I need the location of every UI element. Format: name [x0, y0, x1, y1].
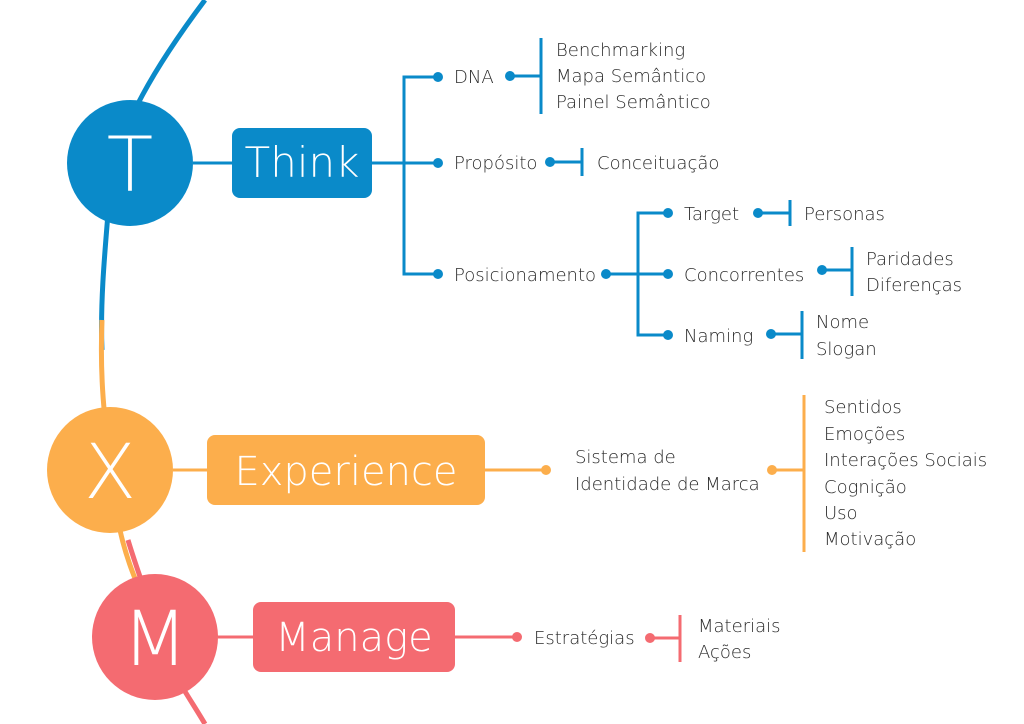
manage-letter: M — [122, 594, 188, 683]
dna-item-painel-semantico: Painel Semântico — [556, 92, 711, 113]
manage-circle — [92, 574, 218, 700]
experience-circle — [47, 407, 173, 533]
proposito-item-conceituacao: Conceituação — [597, 153, 719, 174]
posicionamento-label: Posicionamento — [454, 265, 596, 286]
think-box[interactable]: Think — [232, 128, 372, 198]
experience-item-sentidos: Sentidos — [824, 397, 902, 418]
proposito-label: Propósito — [454, 153, 537, 174]
dna-label: DNA — [454, 67, 494, 88]
dna-item-mapa-semantico: Mapa Semântico — [556, 66, 706, 87]
manage-branch-label: Estratégias — [534, 628, 635, 649]
manage-box[interactable]: Manage — [253, 602, 455, 672]
experience-branch-line2: Identidade de Marca — [575, 474, 760, 495]
experience-item-uso: Uso — [824, 503, 858, 524]
think-letter: T — [107, 120, 153, 209]
manage-label: Manage — [275, 615, 433, 661]
manage-item-acoes: Ações — [698, 642, 751, 663]
target-item-personas: Personas — [804, 204, 885, 225]
manage-item-materiais: Materiais — [698, 616, 781, 637]
experience-item-interacoes-sociais: Interações Sociais — [824, 450, 987, 471]
experience-item-cognicao: Cognição — [824, 477, 907, 498]
experience-node[interactable]: X — [47, 407, 173, 533]
think-label: Think — [245, 138, 360, 187]
concorrentes-label: Concorrentes — [684, 265, 804, 286]
experience-label: Experience — [234, 449, 457, 495]
experience-item-motivacao: Motivação — [824, 529, 916, 550]
experience-item-emocoes: Emoções — [824, 424, 905, 445]
experience-letter: X — [84, 427, 136, 516]
dna-item-benchmarking: Benchmarking — [556, 40, 685, 61]
naming-item-slogan: Slogan — [816, 339, 877, 360]
think-circle — [67, 100, 193, 226]
experience-branch-line1: Sistema de — [575, 447, 676, 468]
target-label: Target — [684, 204, 739, 225]
manage-node[interactable]: M — [92, 574, 218, 700]
concorrentes-item-paridades: Paridades — [866, 249, 954, 270]
concorrentes-item-diferencas: Diferenças — [866, 275, 962, 296]
naming-item-nome: Nome — [816, 312, 869, 333]
naming-label: Naming — [684, 326, 753, 347]
experience-box[interactable]: Experience — [207, 435, 485, 505]
think-node[interactable]: T — [67, 100, 193, 226]
